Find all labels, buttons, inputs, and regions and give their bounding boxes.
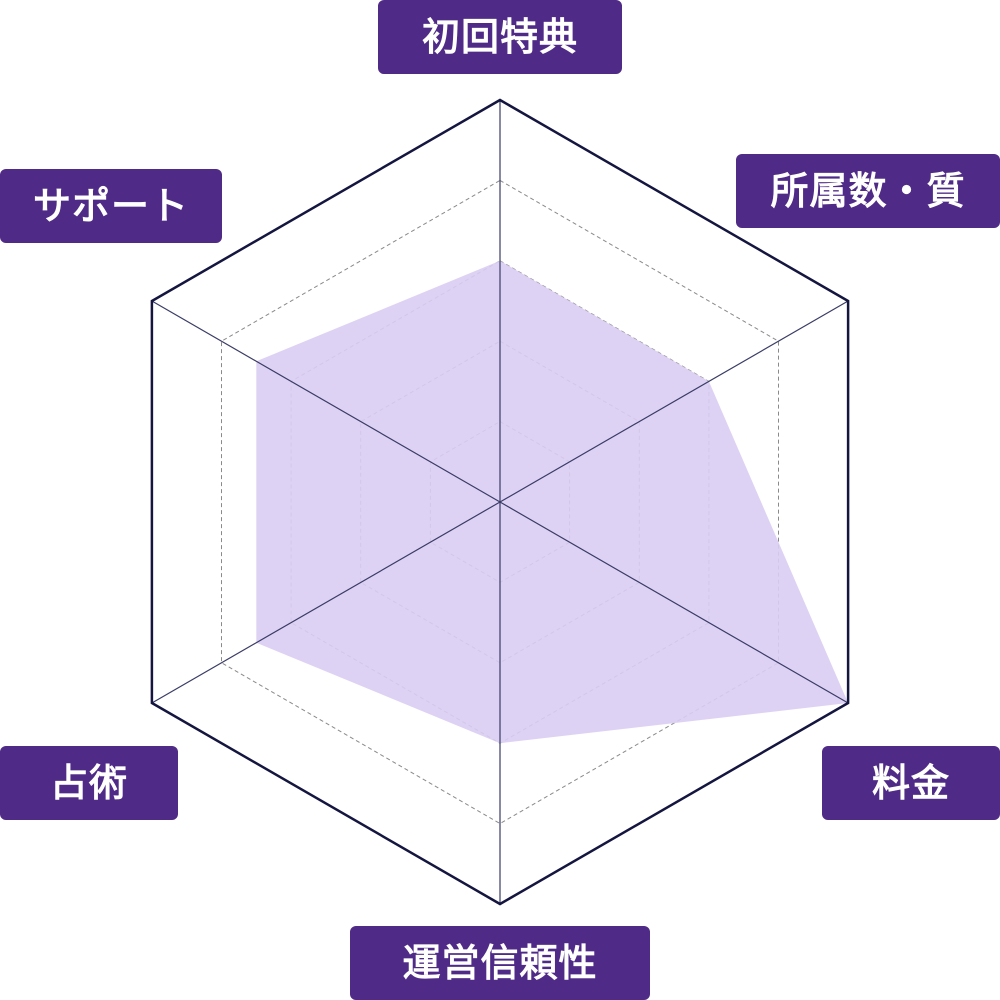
axis-spoke-4 [151,501,501,704]
axis-label-price: 料金 [822,746,1000,820]
outer-frame [150,98,850,906]
data-area [256,260,849,744]
axis-label-reliability: 運営信頼性 [350,926,650,1000]
spoke-layer [151,100,849,904]
axis-label-support: サポート [0,169,222,243]
axis-spoke-1 [499,300,849,503]
axis-spoke-5 [151,300,501,503]
axis-label-members-quality: 所属数・質 [736,154,1000,228]
axis-spoke-2 [499,501,849,704]
axis-label-divination: 占術 [0,746,178,820]
axis-label-first-bonus: 初回特典 [378,0,622,74]
